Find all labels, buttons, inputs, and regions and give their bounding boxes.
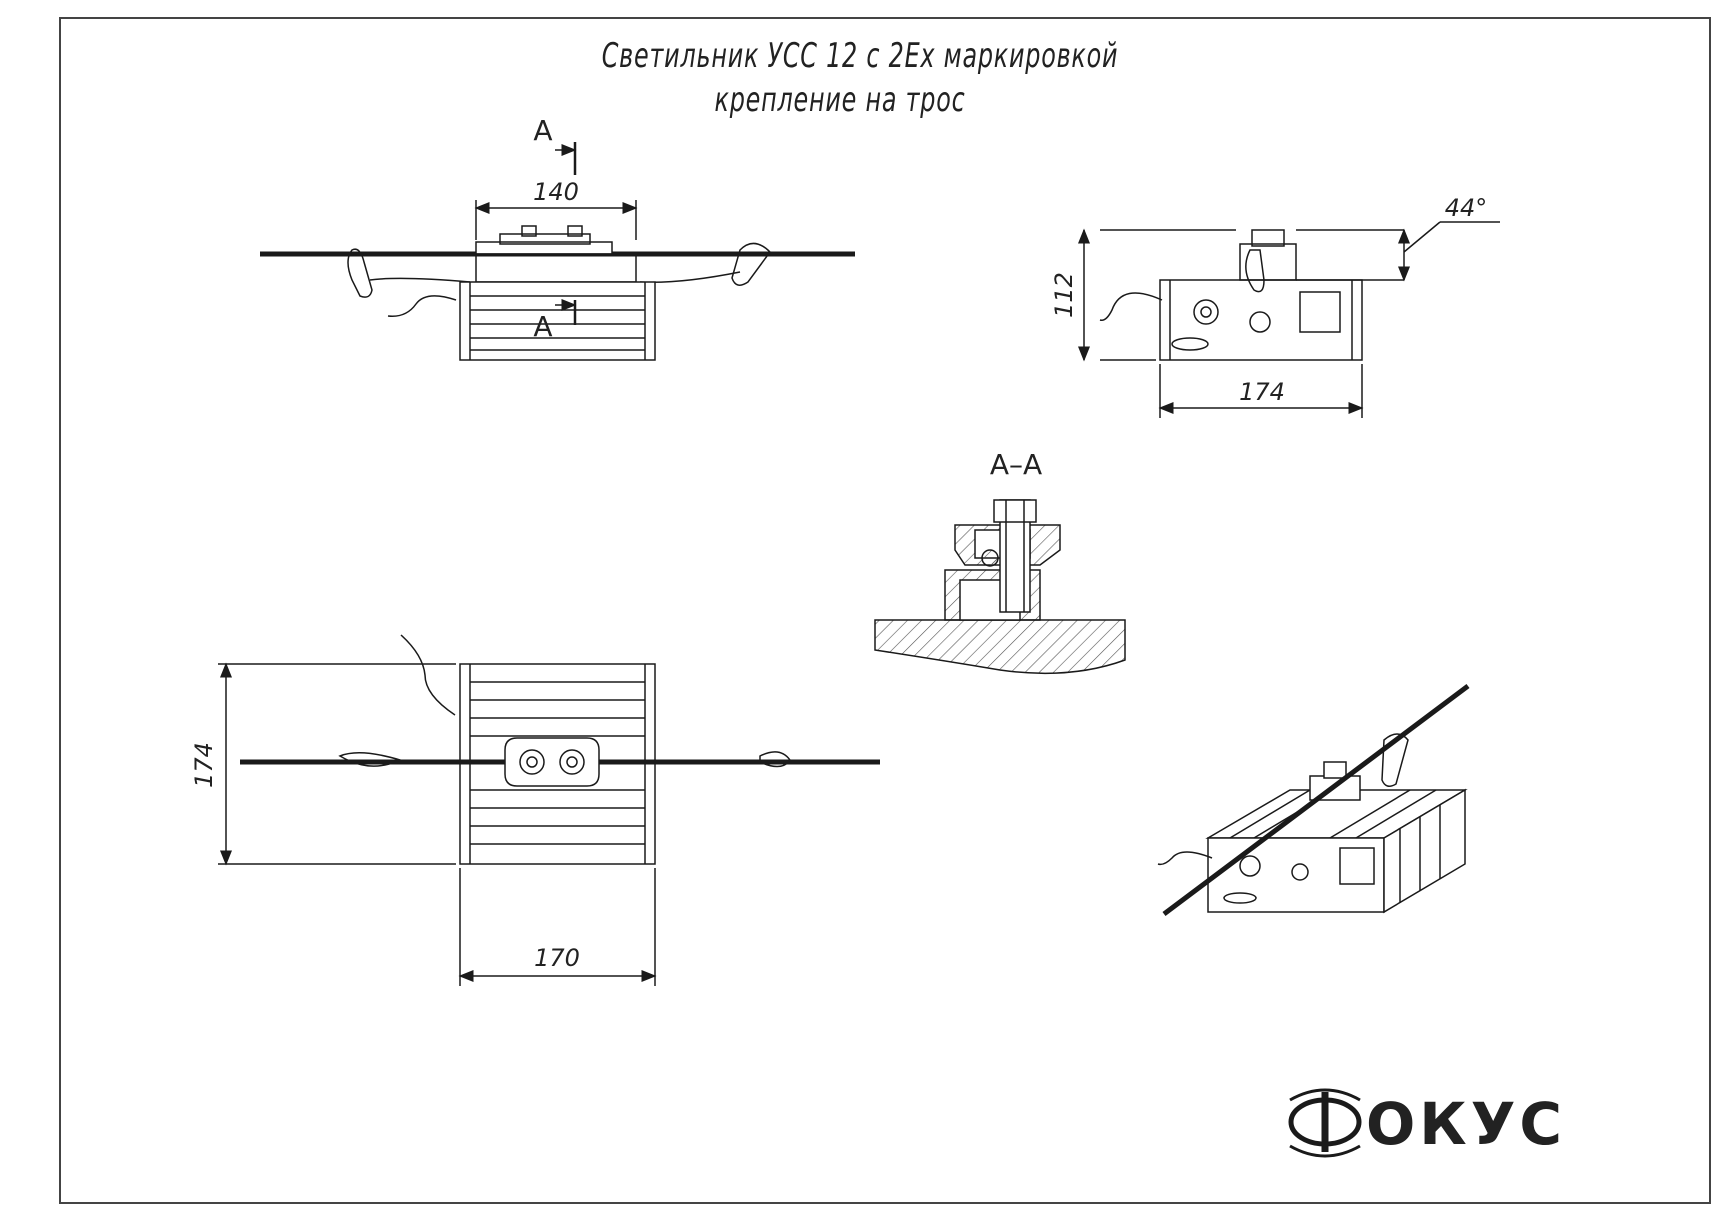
dim-plan-width: 170 <box>534 944 580 972</box>
logo-text: ОКУС <box>1366 1090 1566 1158</box>
company-logo: ОКУС <box>1288 1088 1566 1158</box>
isometric-view <box>1157 684 1470 916</box>
side-view <box>1078 221 1500 418</box>
section-marker-bottom: А <box>533 310 552 343</box>
dim-top-width: 140 <box>533 178 579 206</box>
drawing-title: Светильник УСС 12 с 2Ех маркировкой <box>601 36 1119 76</box>
drawing-subtitle: крепление на трос <box>714 80 966 120</box>
dim-plan-height: 174 <box>190 742 218 788</box>
drawing-frame <box>59 17 1711 1204</box>
front-view <box>260 142 855 361</box>
logo-emblem-icon <box>1288 1088 1362 1158</box>
plan-view <box>218 634 880 986</box>
section-aa-view <box>874 499 1126 675</box>
dim-side-height: 112 <box>1050 272 1078 318</box>
dim-side-width: 174 <box>1239 378 1285 406</box>
section-label: А–А <box>990 448 1042 481</box>
section-marker-top: А <box>533 114 552 147</box>
dim-angle: 44° <box>1445 194 1488 222</box>
